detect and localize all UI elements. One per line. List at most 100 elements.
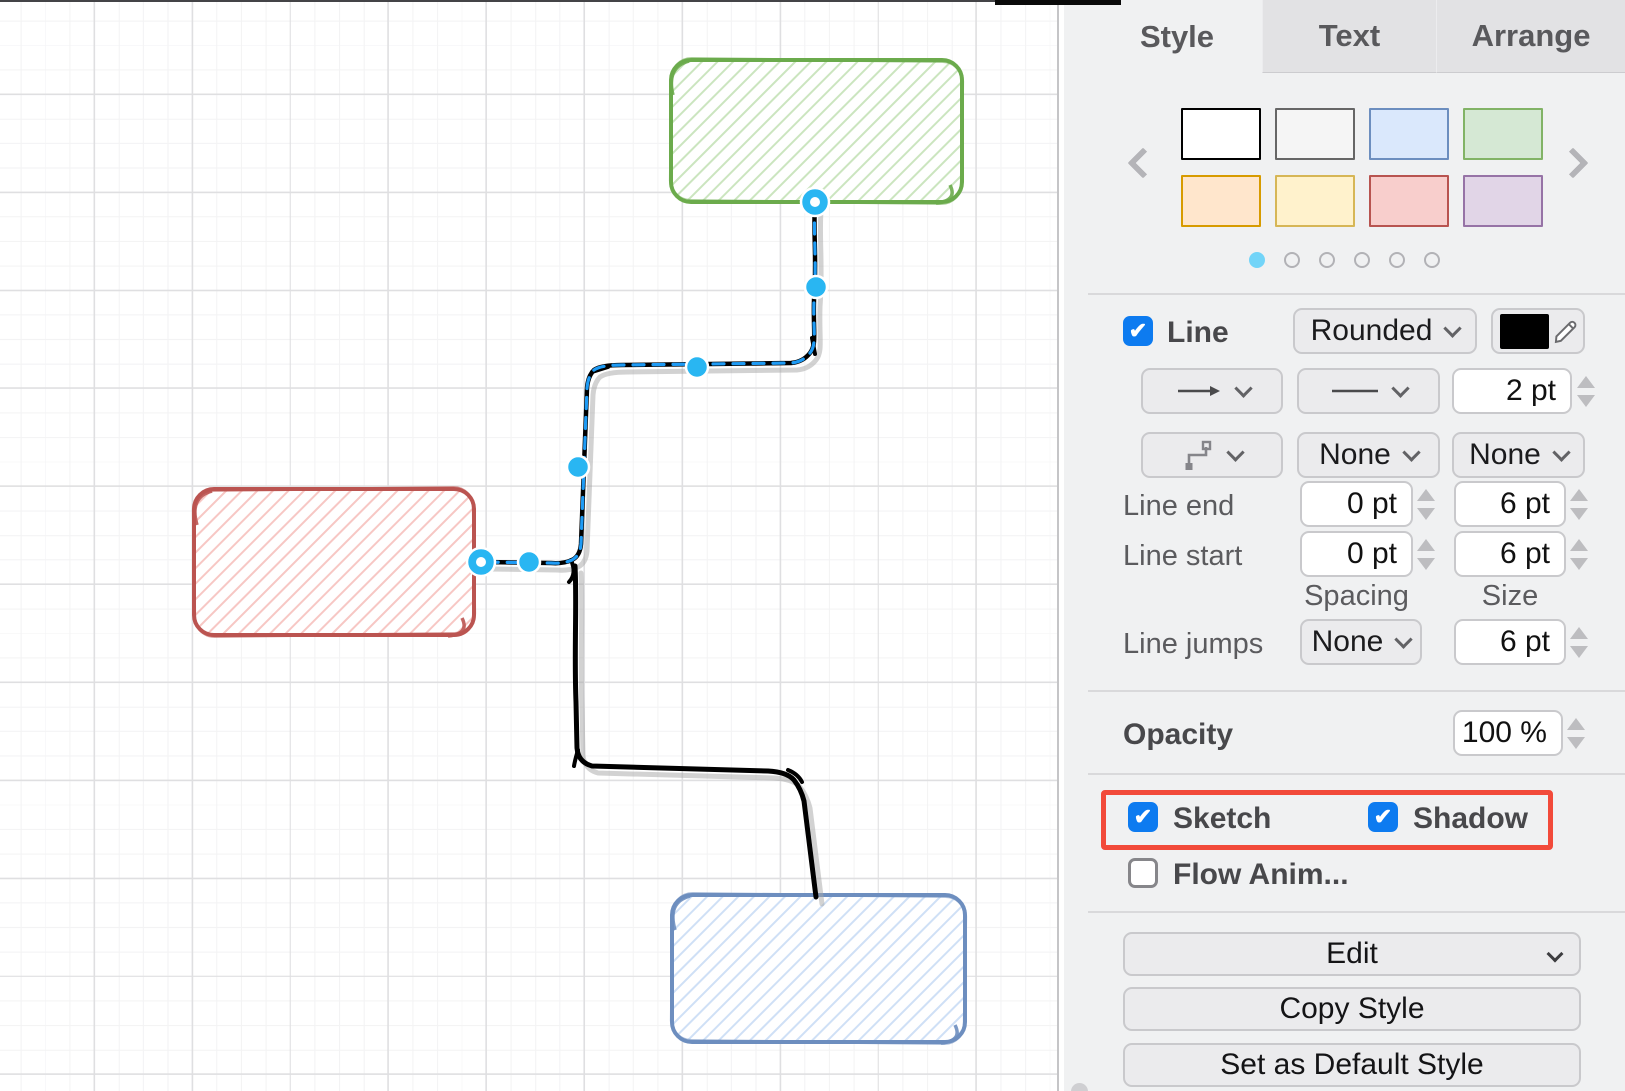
sketch-checkbox[interactable] [1128, 802, 1158, 832]
connector-style-icon [1185, 440, 1211, 470]
pager-dot-3[interactable] [1354, 252, 1370, 268]
stepper-up-icon[interactable] [1417, 538, 1435, 551]
line-pattern-icon [1332, 389, 1378, 393]
line-start-size-field[interactable]: 6 pt [1454, 531, 1566, 577]
edge-waypoint [803, 274, 829, 300]
stepper-down-icon[interactable] [1417, 557, 1435, 570]
connector-style-dropdown[interactable] [1141, 432, 1283, 478]
edge-waypoint [684, 354, 710, 380]
stepper-up-icon[interactable] [1577, 375, 1595, 388]
divider [1088, 690, 1625, 692]
page-boundary [1057, 0, 1059, 1091]
edge-waypoint [565, 454, 591, 480]
stepper-up-icon[interactable] [1570, 488, 1588, 501]
edge-red-to-blue[interactable] [567, 558, 819, 900]
line-color-button[interactable] [1491, 308, 1585, 354]
chevron-down-icon [1225, 442, 1245, 462]
tab-text[interactable]: Text [1262, 0, 1436, 73]
line-end-label: Line end [1123, 490, 1235, 522]
connection-none-dropdown[interactable]: None [1452, 432, 1585, 478]
line-jumps-label: Line jumps [1123, 628, 1264, 660]
selection-handles[interactable] [465, 186, 831, 578]
red-node[interactable] [191, 486, 477, 638]
line-pattern-dropdown[interactable] [1297, 368, 1440, 414]
line-jumps-size-field[interactable]: 6 pt [1454, 619, 1566, 665]
line-end-size-field[interactable]: 6 pt [1454, 481, 1566, 527]
stepper-up-icon[interactable] [1570, 538, 1588, 551]
line-start-spacing-field[interactable]: 0 pt [1300, 531, 1413, 577]
format-panel: Style Text Arrange Line Rounded [1064, 0, 1625, 1091]
blue-node[interactable] [669, 891, 968, 1046]
edge-endpoint-source [799, 186, 831, 218]
stepper-down-icon[interactable] [1577, 394, 1595, 407]
chevron-down-icon [1402, 442, 1421, 462]
drawing-canvas[interactable] [0, 0, 1064, 1091]
line-start-spacing-stepper[interactable] [1414, 531, 1438, 577]
diagram-layer [191, 56, 968, 1046]
waypoints-none-dropdown[interactable]: None [1297, 432, 1440, 478]
line-end-size-stepper[interactable] [1567, 481, 1591, 527]
stepper-down-icon[interactable] [1570, 507, 1588, 520]
line-label: Line [1167, 316, 1229, 349]
line-width-stepper[interactable] [1574, 368, 1598, 414]
preset-swatch-3[interactable] [1463, 108, 1543, 160]
opacity-stepper[interactable] [1564, 710, 1588, 756]
shadow-checkbox[interactable] [1368, 802, 1398, 832]
pager-dot-5[interactable] [1424, 252, 1440, 268]
pager-dot-1[interactable] [1284, 252, 1300, 268]
edge-green-to-red[interactable] [480, 200, 818, 566]
chevron-down-icon [1546, 945, 1564, 963]
line-start-label: Line start [1123, 540, 1243, 572]
arrow-end-icon [1177, 386, 1220, 396]
set-default-style-button[interactable]: Set as Default Style [1123, 1043, 1581, 1087]
stepper-up-icon[interactable] [1417, 488, 1435, 501]
preset-swatch-0[interactable] [1181, 108, 1261, 160]
line-style-dropdown[interactable]: Rounded [1293, 308, 1477, 354]
stepper-up-icon[interactable] [1567, 717, 1585, 730]
color-picker-pen-icon [1555, 320, 1577, 344]
stepper-down-icon[interactable] [1567, 736, 1585, 749]
tab-style[interactable]: Style [1139, 18, 1215, 54]
stepper-down-icon[interactable] [1570, 645, 1588, 658]
arrow-end-dropdown[interactable] [1141, 368, 1283, 414]
preset-pager [1064, 252, 1625, 268]
chevron-down-icon [1443, 318, 1463, 338]
divider [1088, 911, 1625, 913]
stepper-down-icon[interactable] [1570, 557, 1588, 570]
sketch-label: Sketch [1173, 802, 1272, 835]
tab-arrange[interactable]: Arrange [1436, 0, 1625, 73]
line-jumps-size-stepper[interactable] [1567, 619, 1591, 665]
pager-dot-2[interactable] [1319, 252, 1335, 268]
presets-prev-icon[interactable] [1127, 147, 1159, 179]
green-node[interactable] [668, 56, 965, 206]
stepper-up-icon[interactable] [1570, 626, 1588, 639]
preset-swatch-6[interactable] [1369, 175, 1449, 227]
copy-style-button[interactable]: Copy Style [1123, 987, 1581, 1031]
line-checkbox[interactable] [1123, 316, 1153, 346]
spacing-column-label: Spacing [1304, 580, 1409, 612]
edit-style-button[interactable]: Edit [1123, 932, 1581, 976]
preset-swatch-5[interactable] [1275, 175, 1355, 227]
line-start-size-stepper[interactable] [1567, 531, 1591, 577]
preset-swatch-4[interactable] [1181, 175, 1261, 227]
chevron-down-icon [1391, 378, 1410, 398]
flow-anim-checkbox[interactable] [1128, 858, 1158, 888]
format-tabbar: Style Text Arrange [1064, 0, 1625, 73]
opacity-field[interactable]: 100 % [1453, 710, 1563, 756]
line-row: Line Rounded [1064, 308, 1625, 354]
chevron-down-icon [1552, 442, 1571, 462]
stepper-down-icon[interactable] [1417, 507, 1435, 520]
preset-swatch-2[interactable] [1369, 108, 1449, 160]
line-jumps-dropdown[interactable]: None [1300, 619, 1422, 665]
canvas-scroll-nub[interactable] [1071, 1083, 1088, 1091]
line-end-spacing-stepper[interactable] [1414, 481, 1438, 527]
line-width-field[interactable]: 2 pt [1452, 368, 1572, 414]
edge-endpoint-target [465, 546, 497, 578]
window-top-border [0, 0, 1064, 2]
preset-swatch-7[interactable] [1463, 175, 1543, 227]
line-end-spacing-field[interactable]: 0 pt [1300, 481, 1413, 527]
pager-dot-0[interactable] [1249, 252, 1265, 268]
preset-swatch-1[interactable] [1275, 108, 1355, 160]
pager-dot-4[interactable] [1389, 252, 1405, 268]
